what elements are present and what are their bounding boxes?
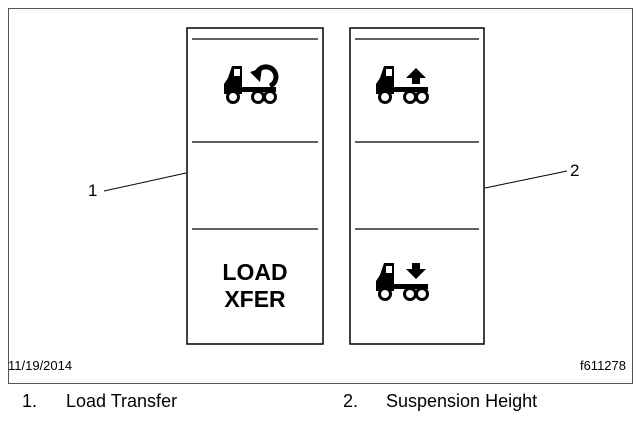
load-xfer-label: LOAD XFER	[222, 259, 288, 312]
legend-item-1-number: 1.	[22, 391, 38, 411]
truck-load-transfer-icon	[222, 64, 279, 104]
figure-date: 11/19/2014	[8, 358, 73, 373]
truck-lower-icon	[374, 261, 430, 301]
callout-1: 1	[88, 181, 98, 200]
load-transfer-switch[interactable]	[186, 27, 324, 345]
callout-1-leader	[103, 172, 187, 192]
callout-2: 2	[570, 161, 580, 180]
figure-id: f611278	[579, 358, 626, 373]
legend-item-1-label: Load Transfer	[66, 391, 178, 411]
legend-item-2-label: Suspension Height	[386, 391, 538, 411]
legend-item-2-number: 2.	[343, 391, 359, 411]
callout-2-leader	[484, 170, 568, 189]
figure-frame	[8, 8, 633, 384]
truck-raise-icon	[374, 64, 430, 104]
